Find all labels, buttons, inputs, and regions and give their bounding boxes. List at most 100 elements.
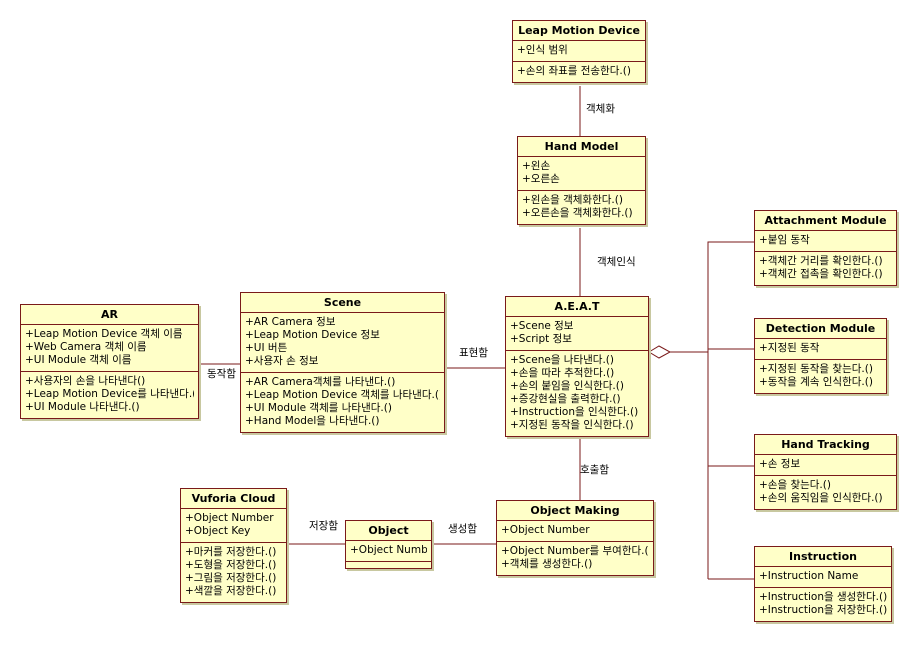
class-name: Instruction	[755, 547, 891, 567]
attribute: +Script 정보	[510, 333, 572, 345]
operations-section: +마커를 저장한다.() +도형을 저장한다.() +그림을 저장한다.() +…	[181, 543, 286, 602]
operation: +손의 붙임을 인식한다.()	[510, 380, 624, 392]
attribute: +지정된 동작	[759, 342, 820, 354]
class-name: Hand Model	[518, 137, 645, 157]
operations-section: +손을 찾는다.() +손의 움직임을 인식한다.()	[755, 476, 896, 509]
attributes-section: +인식 범위	[513, 41, 645, 62]
relation-label-operate: 동작함	[207, 368, 236, 380]
class-name: Hand Tracking	[755, 435, 896, 455]
operation: +지정된 동작을 인식한다.()	[510, 419, 634, 431]
class-scene[interactable]: Scene +AR Camera 정보 +Leap Motion Device …	[240, 292, 445, 433]
relation-label-objectify: 객체화	[586, 103, 615, 115]
operation: +객체를 생성한다.()	[501, 558, 593, 570]
class-hand-tracking[interactable]: Hand Tracking +손 정보 +손을 찾는다.() +손의 움직임을 …	[754, 434, 897, 510]
operation: +증강현실을 출력한다.()	[510, 393, 621, 405]
class-name: Attachment Module	[755, 211, 896, 231]
operation: +손의 좌표를 전송한다.()	[517, 65, 631, 77]
class-detection-module[interactable]: Detection Module +지정된 동작 +지정된 동작을 찾는다.()…	[754, 318, 887, 394]
class-hand-model[interactable]: Hand Model +왼손 +오른손 +왼손을 객체화한다.() +오른손을 …	[517, 136, 646, 225]
operations-section: +사용자의 손을 나타낸다() +Leap Motion Device를 나타낸…	[21, 372, 198, 418]
class-name: Leap Motion Device	[513, 21, 645, 41]
aggregation-bus	[670, 241, 754, 353]
operation: +오른손을 객체화한다.()	[522, 207, 633, 219]
class-object-making[interactable]: Object Making +Object Number +Object Num…	[496, 500, 654, 576]
class-aeat[interactable]: A.E.A.T +Scene 정보 +Script 정보 +Scene을 나타낸…	[505, 296, 649, 437]
attributes-section: +손 정보	[755, 455, 896, 476]
class-ar[interactable]: AR +Leap Motion Device 객체 이름 +Web Camera…	[20, 304, 199, 419]
operation: +Leap Motion Device를 나타낸다.()	[25, 388, 194, 400]
operation: +동작을 계속 인식한다.()	[759, 376, 873, 388]
attribute: +Web Camera 객체 이름	[25, 341, 147, 353]
operation: +UI Module 객체를 나타낸다.()	[245, 402, 392, 414]
attribute: +Object Number	[185, 512, 274, 524]
attributes-section: +Leap Motion Device 객체 이름 +Web Camera 객체…	[21, 325, 198, 372]
class-attachment-module[interactable]: Attachment Module +붙임 동작 +객체간 거리를 확인한다.(…	[754, 210, 897, 286]
attribute: +UI 버튼	[245, 342, 288, 354]
attribute: +Scene 정보	[510, 320, 574, 332]
operations-section: +Scene을 나타낸다.() +손을 따라 추적한다.() +손의 붙임을 인…	[506, 351, 648, 436]
operation: +지정된 동작을 찾는다.()	[759, 363, 873, 375]
relation-label-recognize: 객체인식	[597, 256, 636, 268]
operation: +Instruction을 생성한다.()	[759, 591, 887, 603]
attribute: +Leap Motion Device 정보	[245, 329, 380, 341]
attributes-section: +Instruction Name	[755, 567, 891, 588]
class-name: AR	[21, 305, 198, 325]
operation: +Object Number를 부여한다.()	[501, 545, 649, 557]
operation: +Scene을 나타낸다.()	[510, 354, 614, 366]
attribute: +붙임 동작	[759, 234, 810, 246]
class-instruction[interactable]: Instruction +Instruction Name +Instructi…	[754, 546, 892, 622]
operation: +객체간 거리를 확인한다.()	[759, 255, 883, 267]
relation-label-create: 생성함	[448, 523, 477, 535]
relation-label-call: 호출함	[580, 464, 609, 476]
class-name: Object	[346, 521, 431, 541]
relation-label-express: 표현함	[459, 347, 488, 359]
operations-section: +지정된 동작을 찾는다.() +동작을 계속 인식한다.()	[755, 360, 886, 393]
class-leap-motion-device[interactable]: Leap Motion Device +인식 범위 +손의 좌표를 전송한다.(…	[512, 20, 646, 83]
class-object[interactable]: Object +Object Number	[345, 520, 432, 569]
operation: +색깔을 저장한다.()	[185, 585, 277, 597]
attributes-section: +Object Number	[497, 521, 653, 542]
operation: +Leap Motion Device 객체를 나타낸다.()	[245, 389, 440, 401]
operation: +Instruction을 저장한다.()	[759, 604, 887, 616]
operation: +그림을 저장한다.()	[185, 572, 277, 584]
operation: +Hand Model을 나타낸다.()	[245, 415, 380, 427]
operation: +손을 따라 추적한다.()	[510, 367, 615, 379]
operation: +손의 움직임을 인식한다.()	[759, 492, 883, 504]
operations-section: +AR Camera객체를 나타낸다.() +Leap Motion Devic…	[241, 373, 444, 432]
operation: +마커를 저장한다.()	[185, 546, 277, 558]
attributes-section: +Object Number	[346, 541, 431, 562]
class-vuforia-cloud[interactable]: Vuforia Cloud +Object Number +Object Key…	[180, 488, 287, 603]
relation-label-store: 저장함	[309, 520, 338, 532]
operation: +객체간 접촉을 확인한다.()	[759, 268, 883, 280]
attributes-section: +왼손 +오른손	[518, 157, 645, 191]
attribute: +Object Number	[501, 524, 590, 536]
attribute: +Leap Motion Device 객체 이름	[25, 328, 183, 340]
attribute: +왼손	[522, 160, 551, 172]
class-name: A.E.A.T	[506, 297, 648, 317]
attribute: +AR Camera 정보	[245, 316, 336, 328]
attributes-section: +지정된 동작	[755, 339, 886, 360]
operations-section: +Instruction을 생성한다.() +Instruction을 저장한다…	[755, 588, 891, 621]
attribute: +손 정보	[759, 458, 801, 470]
attribute: +UI Module 객체 이름	[25, 354, 132, 366]
attribute: +Object Number	[350, 544, 427, 556]
class-name: Vuforia Cloud	[181, 489, 286, 509]
operation: +손을 찾는다.()	[759, 479, 831, 491]
operations-section: +손의 좌표를 전송한다.()	[513, 62, 645, 82]
operations-section	[346, 562, 431, 568]
operation: +사용자의 손을 나타낸다()	[25, 375, 146, 387]
attribute: +오른손	[522, 173, 560, 185]
operation: +왼손을 객체화한다.()	[522, 194, 623, 206]
class-name: Detection Module	[755, 319, 886, 339]
attributes-section: +Object Number +Object Key	[181, 509, 286, 543]
attributes-section: +Scene 정보 +Script 정보	[506, 317, 648, 351]
operations-section: +왼손을 객체화한다.() +오른손을 객체화한다.()	[518, 191, 645, 224]
attribute: +Object Key	[185, 525, 251, 537]
class-name: Object Making	[497, 501, 653, 521]
operation: +AR Camera객체를 나타낸다.()	[245, 376, 396, 388]
operation: +도형을 저장한다.()	[185, 559, 277, 571]
attributes-section: +AR Camera 정보 +Leap Motion Device 정보 +UI…	[241, 313, 444, 373]
attribute: +인식 범위	[517, 44, 568, 56]
operation: +UI Module 나타낸다.()	[25, 401, 140, 413]
